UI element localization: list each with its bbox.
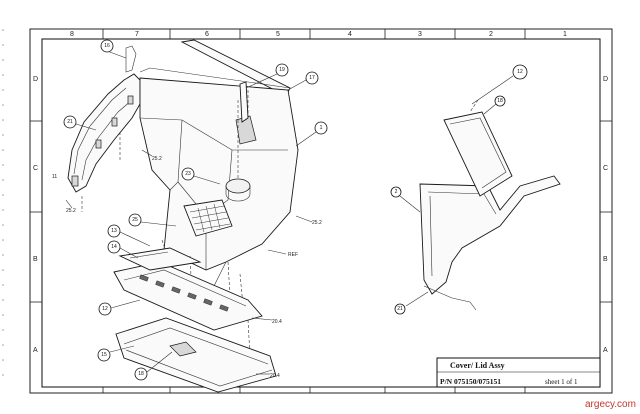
callout-14: 14 (111, 244, 117, 250)
callout-12-balloon (512, 64, 528, 80)
callout-18: 18 (138, 371, 144, 377)
leader-25-2-c: 25.2 (312, 220, 322, 226)
callout-12a-balloon (98, 302, 112, 316)
callout-21b-balloon (394, 303, 406, 315)
zone-col-3: 3 (418, 31, 422, 38)
callout-14-balloon (107, 240, 121, 254)
callout-21: 21 (67, 119, 73, 125)
side-rail-part (67, 45, 141, 193)
leader-25-2-a: 25.2 (152, 156, 162, 162)
exploded-view (67, 39, 299, 393)
callout-18-balloon (134, 367, 148, 381)
zone-col-1: 1 (563, 31, 567, 38)
callout-25-balloon (128, 213, 142, 227)
outer-border (29, 28, 613, 394)
callout-17-balloon (305, 71, 319, 85)
binder-holes (2, 29, 4, 376)
callout-23: 23 (185, 171, 191, 177)
leader-ref: REF (288, 252, 298, 258)
callout-2-balloon (390, 186, 402, 198)
zone-row-c-left: C (33, 165, 38, 172)
zone-row-a-right: A (603, 347, 608, 354)
callout-18b-balloon (494, 95, 506, 107)
callout-19-balloon (275, 63, 289, 77)
zone-row-d-left: D (33, 76, 38, 83)
zone-row-c-right: C (603, 165, 608, 172)
title-block-part-number: P/N 075150/075151 (440, 377, 501, 386)
zone-col-4: 4 (348, 31, 352, 38)
leader-25-2-b: 25.2 (66, 208, 76, 214)
perforated-plate-part (113, 247, 263, 331)
callout-17: 17 (309, 75, 315, 81)
callout-1-balloon (314, 121, 328, 135)
zone-col-8: 8 (70, 31, 74, 38)
callout-23-balloon (181, 167, 195, 181)
zone-col-6: 6 (205, 31, 209, 38)
title-block-title: Cover/ Lid Assy (450, 361, 505, 370)
callout-12: 12 (517, 69, 523, 75)
callout-21b: 21 (397, 306, 403, 312)
leader-20-4-b: 20.4 (270, 373, 280, 379)
bottom-plate-part (115, 317, 277, 393)
zone-col-7: 7 (135, 31, 139, 38)
zone-ticks (30, 29, 612, 393)
callout-2: 2 (395, 189, 398, 195)
zone-row-d-right: D (603, 76, 608, 83)
title-block-sheet: sheet 1 of 1 (545, 378, 578, 386)
zone-row-b-left: B (33, 256, 38, 263)
leader-20-4-a: 20.4 (272, 319, 282, 325)
main-cover-part (139, 77, 299, 287)
callout-12a: 12 (102, 306, 108, 312)
watermark: argecy.com (585, 399, 636, 410)
bracket-part (239, 81, 249, 123)
leader-11: 11 (52, 174, 57, 180)
callout-16-balloon (100, 39, 114, 53)
callout-15: 15 (101, 352, 107, 358)
callout-13-balloon (107, 224, 121, 238)
callouts: 16 19 17 1 21 23 25 13 14 (63, 39, 528, 381)
callout-19: 19 (279, 67, 285, 73)
callout-18b: 18 (497, 98, 503, 104)
inner-border (41, 38, 601, 388)
zone-row-b-right: B (603, 256, 608, 263)
callout-1: 1 (320, 125, 323, 131)
zone-col-5: 5 (276, 31, 280, 38)
title-block: Cover/ Lid Assy P/N 075150/075151 sheet … (436, 357, 601, 388)
callout-25: 25 (132, 217, 138, 223)
zone-row-a-left: A (33, 347, 38, 354)
callout-13: 13 (111, 228, 117, 234)
callout-21-balloon (63, 115, 77, 129)
leader-labels: 25.2 25.2 25.2 REF 20.4 20.4 11 (52, 149, 322, 379)
zone-col-2: 2 (489, 31, 493, 38)
callout-16: 16 (104, 43, 110, 49)
callout-15-balloon (97, 348, 111, 362)
section-view (419, 99, 561, 311)
